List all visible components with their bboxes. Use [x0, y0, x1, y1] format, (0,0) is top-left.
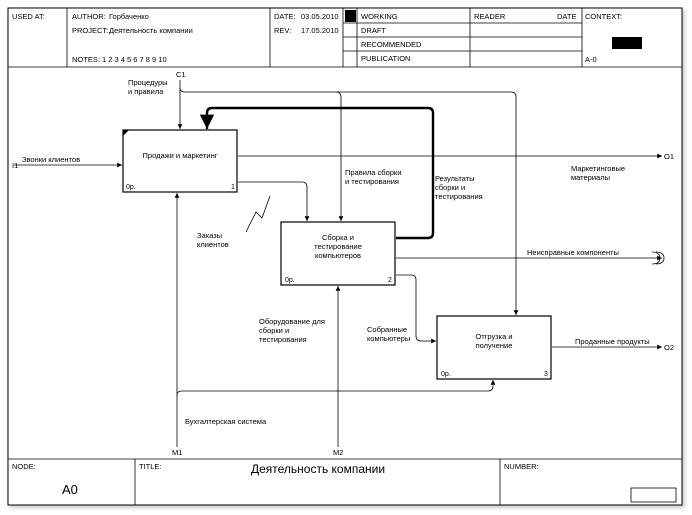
diagram-title: Деятельность компании — [251, 462, 385, 476]
status-publication: PUBLICATION — [361, 54, 410, 63]
used-at-label: USED AT: — [12, 12, 45, 21]
context-node: A-0 — [585, 55, 597, 64]
author-label: AUTHOR: — [72, 12, 106, 21]
number-label: NUMBER: — [504, 462, 539, 471]
arrow-assembled[interactable] — [396, 274, 436, 344]
tunnel-m1: M1 — [172, 448, 182, 457]
label-client-calls: Звонки клиентов — [22, 155, 80, 164]
header-grid — [8, 8, 682, 68]
node-label: NODE: — [12, 462, 36, 471]
label-defective: Неисправные компоненты — [527, 248, 619, 257]
project-value: Деятельность компании — [109, 26, 193, 35]
label-accounting: Бухгалтерская система — [185, 417, 267, 426]
box-3-cost: 0р. — [441, 371, 451, 378]
activity-box-3[interactable]: 0р. 3 — [436, 315, 552, 380]
project-label: PROJECT: — [72, 26, 108, 35]
context-label: CONTEXT: — [585, 12, 622, 21]
title-label: TITLE: — [139, 462, 162, 471]
author-value: Горбаченко — [109, 12, 149, 21]
tunnel-o1: O1 — [664, 152, 674, 161]
box-2-number: 2 — [388, 277, 392, 284]
date-value: 03.05.2010 — [301, 12, 339, 21]
box-3-number: 3 — [544, 371, 548, 378]
activity-box-2[interactable]: 0р. 2 — [280, 221, 396, 286]
context-thumbnail — [612, 37, 642, 49]
status-recommended: RECOMMENDED — [361, 40, 422, 49]
box-2-cost: 0р. — [285, 277, 295, 284]
date-label: DATE: — [274, 12, 296, 21]
arrows — [14, 80, 662, 447]
squiggle-orders — [245, 195, 271, 233]
box-1-label: Продажи и маркетинг — [143, 151, 218, 160]
tunnel-i1: I1 — [12, 161, 18, 170]
notes-value: 1 2 3 4 5 6 7 8 9 10 — [102, 55, 167, 64]
tunnel-marker-defective — [651, 251, 665, 265]
activity-box-1[interactable]: Продажи и маркетинг 0р. 1 — [122, 129, 238, 193]
box-1-number: 1 — [231, 184, 235, 191]
arrow-accounting-to-box3[interactable] — [176, 380, 496, 396]
reader-label: READER — [474, 12, 506, 21]
footer-grid — [8, 458, 682, 505]
rev-label: REV: — [274, 26, 291, 35]
node-value: A0 — [62, 482, 78, 497]
notes-label: NOTES: — [72, 55, 100, 64]
tunnel-c1: C1 — [176, 70, 186, 79]
working-status-marker — [345, 10, 356, 22]
tunnel-o2: O2 — [664, 343, 674, 352]
status-draft: DRAFT — [361, 26, 386, 35]
reader-date-label: DATE — [557, 12, 576, 21]
arrow-procedures-to-shipping[interactable] — [336, 91, 519, 315]
rev-value: 17.05.2010 — [301, 26, 339, 35]
status-working: WORKING — [361, 12, 398, 21]
label-sold-products: Проданные продукты — [575, 337, 650, 346]
arrow-test-results-feedback[interactable] — [199, 106, 435, 240]
box-1-cost: 0р. — [126, 184, 136, 191]
tunnel-m2: M2 — [333, 448, 343, 457]
arrow-orders[interactable] — [238, 181, 310, 221]
